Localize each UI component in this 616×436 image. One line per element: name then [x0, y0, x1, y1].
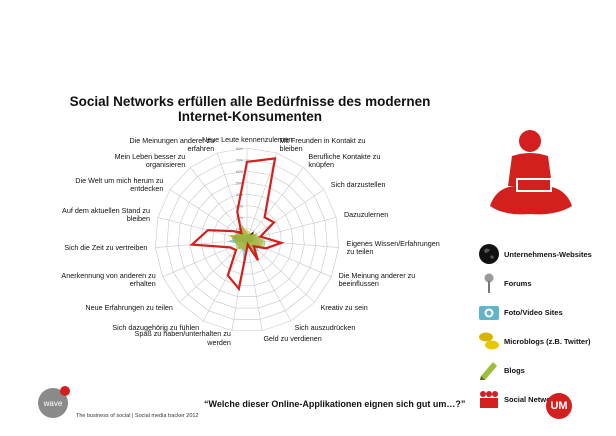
legend-label: Foto/Video Sites [504, 308, 563, 317]
grid-ring [177, 170, 317, 309]
camera-icon [479, 306, 499, 320]
legend-item-blogs: Blogs [476, 359, 616, 383]
speech-bubbles-icon [479, 332, 499, 350]
axis-category-label: Berufliche Kontakte zu knüpfen [308, 151, 381, 169]
grid-spoke [190, 167, 248, 241]
grid-spoke [246, 167, 304, 241]
wave-logo: wave [38, 386, 70, 418]
legend-label: Blogs [504, 366, 525, 375]
axis-category-label: Eigenes Wissen/Erfahrungen zu teilen [346, 238, 440, 257]
axis-category-label: Neue Leute kennenzulernen [202, 135, 293, 144]
um-logo: UM [546, 393, 572, 419]
axis-category-label: Die Meinung anderer zu beeinflussen [338, 270, 416, 289]
chart-title-line2: Internet-Konsumenten [177, 109, 322, 124]
axis-category-label: Mit Freunden in Kontakt zu bleiben [279, 135, 366, 154]
grid-spoke [246, 189, 325, 241]
chart-title: Social Networks erfüllen alle Bedürfniss… [40, 94, 460, 124]
tick-label: 20% [236, 216, 244, 220]
axis-category-label: Geld zu verdienen [263, 333, 322, 343]
grid-spoke [246, 239, 315, 303]
axis-category-label: Sich darzustellen [330, 180, 386, 190]
question-text: “Welche dieser Online-Applikationen eign… [204, 399, 466, 409]
tick-label: 70% [236, 159, 244, 163]
legend: Unternehmens-Websites Forums Foto/Video … [476, 243, 616, 417]
axis-category-label: Die Welt um mich herum zu entdecken [75, 175, 164, 194]
pencil-icon [480, 362, 497, 380]
grid-ring [155, 147, 339, 332]
axis-category-label: Mein Leben besser zu organisieren [114, 151, 186, 169]
axis-category-label: Spaß zu haben/unterhalten zu werden [134, 329, 231, 347]
wave-logo-text: wave [43, 399, 63, 408]
grid-ring [212, 205, 282, 275]
legend-label: Unternehmens-Websites [504, 250, 592, 259]
grid-spoke [246, 239, 263, 331]
people-icon [480, 391, 498, 408]
axis-category-label: Sich die Zeit zu vertreiben [64, 243, 148, 253]
axis-category-label: Neue Erfahrungen zu teilen [85, 302, 173, 312]
legend-item-social-networks: Social Networks [476, 388, 616, 412]
legend-label: Microblogs (z.B. Twitter) [504, 337, 591, 346]
tick-label: 50% [236, 182, 244, 186]
axis-category-label: Auf dem aktuellen Stand zu bleiben [62, 205, 150, 224]
tick-label: 60% [236, 170, 244, 174]
person-with-laptop-icon [490, 130, 572, 215]
legend-label: Forums [504, 279, 532, 288]
tick-label: 80% [236, 147, 244, 151]
legend-item-photo-video: Foto/Video Sites [476, 301, 616, 325]
grid-ring [200, 193, 294, 286]
legend-item-microblogs: Microblogs (z.B. Twitter) [476, 330, 616, 354]
grid-spoke [202, 239, 248, 322]
axis-category-label: Dazuzulernen [343, 210, 389, 220]
axis-category-label: Sich auszudrücken [294, 322, 356, 332]
series-social-networks [189, 157, 285, 292]
legend-item-forums: Forums [476, 272, 616, 296]
footer-text: The business of social | Social media tr… [76, 413, 199, 419]
chart-title-line1: Social Networks erfüllen alle Bedürfniss… [69, 94, 431, 109]
axis-category-label: Kreativ zu sein [320, 302, 368, 312]
axis-category-label: Sich dazugehörig zu fühlen [112, 322, 200, 332]
pushpin-icon [484, 273, 494, 293]
grid-spoke [162, 239, 248, 278]
grid-spoke [246, 152, 278, 241]
axis-category-label: Die Meinungen anderer zu erfahren [129, 135, 215, 154]
tick-label: 30% [236, 205, 244, 209]
legend-label: Social Networks [504, 395, 562, 404]
legend-item-websites: Unternehmens-Websites [476, 243, 616, 267]
globe-icon [479, 244, 499, 264]
grid-ring [166, 159, 328, 320]
grid-ring [189, 182, 305, 298]
axis-category-label: Anerkennung von anderen zu erhalten [61, 270, 156, 289]
